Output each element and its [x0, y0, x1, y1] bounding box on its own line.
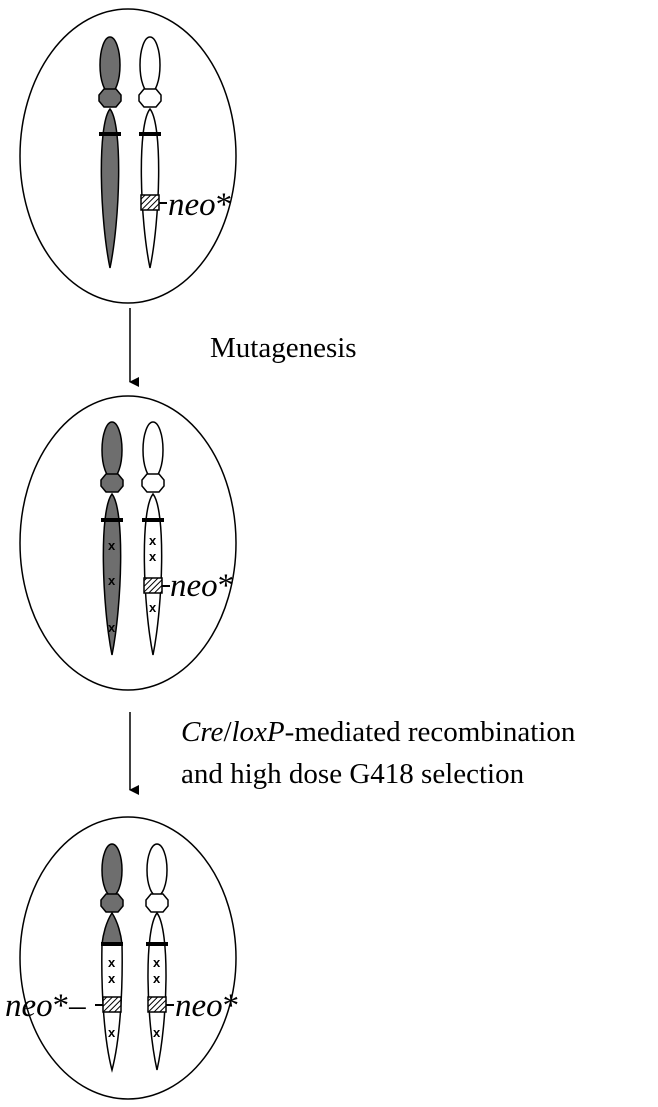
cell-2-membrane	[19, 395, 237, 691]
step-1-segment: Mutagenesis	[210, 332, 357, 364]
mutation-mark: x	[153, 971, 161, 986]
neo-label-cell-3-right: neo*	[175, 988, 239, 1024]
short-arm	[146, 843, 168, 897]
mutation-mark: x	[149, 600, 157, 615]
step-2-label: Mutagenesis	[210, 332, 357, 364]
centromere	[141, 473, 165, 493]
mutation-mark: x	[149, 549, 157, 564]
mutation-mark: x	[108, 573, 116, 588]
long-arm	[147, 911, 167, 1071]
long-arm	[102, 492, 122, 656]
centromere	[100, 893, 124, 913]
long-arm	[100, 107, 120, 269]
centromere	[145, 893, 169, 913]
neo-cassette-box	[143, 577, 163, 594]
long-arm	[143, 492, 163, 656]
cell-1: neo*	[19, 8, 237, 304]
short-arm	[139, 36, 161, 94]
cell-1-membrane	[19, 8, 237, 304]
neo-cassette-box	[147, 996, 167, 1013]
centromere	[98, 88, 122, 108]
step-2-segment: -mediated recombination	[285, 716, 576, 748]
cell-2-shaded-chromosome: x x x	[100, 421, 124, 656]
long-arm	[140, 107, 160, 269]
cell-2-open-chromosome: x x x	[141, 421, 170, 656]
mutation-mark: x	[108, 538, 116, 553]
neo-cassette-box	[102, 996, 122, 1013]
mutation-mark: x	[153, 1025, 161, 1040]
step-3-label-line-2: and high dose G418 selection	[181, 758, 525, 790]
step-3-label-line-1: Cre/loxP-mediated recombination	[181, 716, 576, 748]
mutation-mark: x	[153, 955, 161, 970]
neo-label-cell-1: neo*	[168, 187, 232, 223]
cell-3-open-chromosome-right: x x x	[145, 843, 174, 1071]
cell-3: x x x x x x neo*– neo*	[5, 816, 239, 1100]
short-arm	[101, 843, 123, 897]
cell-1-shaded-chromosome	[98, 36, 122, 269]
cell-3-membrane	[19, 816, 237, 1100]
neo-label-cell-3-left: neo*–	[5, 988, 86, 1024]
cell-2: x x x x x x neo*	[19, 395, 237, 691]
mutation-mark: x	[108, 971, 116, 986]
short-arm	[142, 421, 164, 479]
short-arm	[99, 36, 121, 94]
short-arm	[101, 421, 123, 479]
neo-cassette-box	[140, 194, 160, 211]
step-2-segment: Cre	[181, 716, 224, 748]
cell-1-open-chromosome	[138, 36, 167, 269]
step-2-segment: loxP	[232, 716, 285, 748]
mutation-mark: x	[108, 1025, 116, 1040]
centromere	[100, 473, 124, 493]
centromere	[138, 88, 162, 108]
mutation-mark: x	[149, 533, 157, 548]
mutation-mark: x	[108, 955, 116, 970]
step-2-segment: /	[223, 716, 232, 748]
cell-3-hybrid-chromosome-left: x x x	[95, 843, 124, 1073]
mutation-mark: x	[108, 620, 116, 635]
neo-label-cell-2: neo*	[170, 568, 234, 604]
